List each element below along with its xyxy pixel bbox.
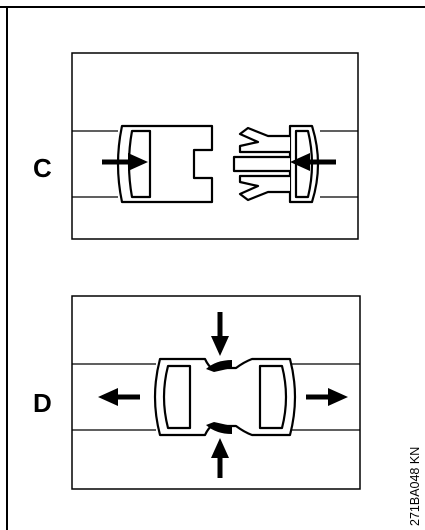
page-frame [0,6,425,530]
engaged-buckle [153,357,297,437]
arrow-pull-right [306,388,348,406]
arrow-push-left [290,153,336,171]
panel-label-c: C [33,153,52,183]
female-buckle [116,124,214,204]
prong-tips [206,360,232,434]
panel-d: D [33,295,361,490]
arrow-pull-left [98,388,140,406]
figure-code: 271BA048 KN [408,447,422,526]
panel-c: C [33,52,359,240]
male-buckle [232,124,320,204]
arrow-press-up [211,438,229,478]
arrow-push-right [102,153,148,171]
arrow-press-down [211,312,229,356]
panel-label-d: D [33,388,52,418]
